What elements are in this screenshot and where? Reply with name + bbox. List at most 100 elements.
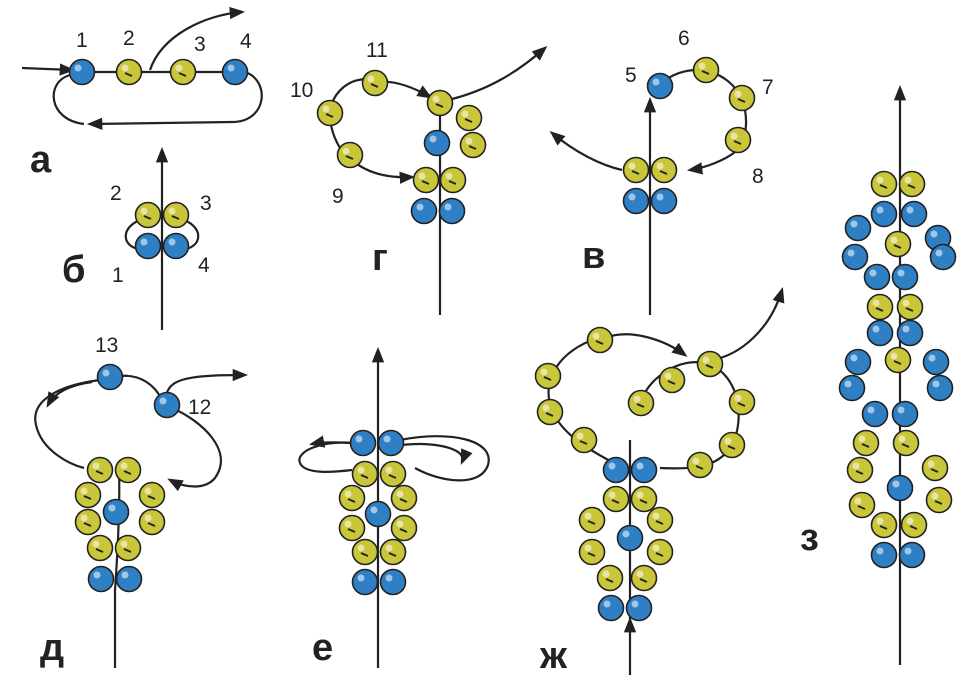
thread-path — [686, 151, 736, 175]
yellow-bead — [379, 538, 407, 566]
yellow-bead — [74, 481, 102, 509]
yellow-bead — [570, 426, 598, 454]
yellow-bead — [925, 486, 953, 514]
bead-number: 4 — [198, 254, 210, 277]
blue-bead — [650, 187, 678, 215]
panel-label: з — [800, 517, 819, 559]
blue-bead — [115, 565, 143, 593]
thread-path — [549, 131, 623, 172]
thread-path — [308, 435, 351, 448]
bead-number: 8 — [752, 165, 764, 188]
bead-number: 1 — [112, 264, 124, 287]
yellow-bead — [898, 170, 926, 198]
blue-bead — [102, 498, 130, 526]
bead-number: 11 — [366, 39, 388, 62]
blue-bead — [844, 348, 872, 376]
panel-label: г — [372, 237, 388, 279]
blue-bead — [622, 187, 650, 215]
panel-d: 13 12 д — [34, 334, 249, 669]
blue-bead — [597, 594, 625, 622]
blue-bead — [630, 456, 658, 484]
blue-bead — [410, 197, 438, 225]
yellow-bead — [338, 484, 366, 512]
bead-number: 5 — [625, 64, 637, 87]
yellow-bead — [658, 366, 686, 394]
blue-bead — [134, 232, 162, 260]
yellow-bead — [884, 230, 912, 258]
blue-bead — [379, 568, 407, 596]
yellow-bead — [361, 69, 389, 97]
yellow-bead — [351, 538, 379, 566]
yellow-bead — [114, 456, 142, 484]
yellow-bead — [884, 346, 912, 374]
yellow-bead — [627, 389, 655, 417]
blue-bead — [922, 348, 950, 376]
bead-number: 2 — [123, 27, 135, 50]
bead-number: 4 — [240, 30, 252, 53]
yellow-bead — [852, 429, 880, 457]
panel-b: 1 2 3 4 б — [62, 146, 212, 330]
yellow-bead — [86, 456, 114, 484]
yellow-bead — [866, 293, 894, 321]
yellow-bead — [455, 104, 483, 132]
blue-bead — [96, 363, 124, 391]
yellow-bead — [138, 508, 166, 536]
yellow-bead — [728, 84, 756, 112]
blue-bead — [838, 374, 866, 402]
yellow-bead — [459, 131, 487, 159]
thread-path — [52, 73, 85, 126]
bead-number: 6 — [678, 27, 690, 50]
blue-bead — [377, 429, 405, 457]
blue-bead — [364, 500, 392, 528]
blue-bead — [68, 58, 96, 86]
yellow-bead — [115, 58, 143, 86]
panel-a: 1 2 3 4 а — [21, 6, 263, 181]
yellow-bead — [630, 485, 658, 513]
blue-bead — [870, 200, 898, 228]
thread-path — [711, 287, 785, 362]
yellow-bead — [578, 506, 606, 534]
blue-bead — [896, 319, 924, 347]
panel-zh: ж — [534, 287, 785, 677]
yellow-bead — [692, 56, 720, 84]
yellow-bead — [622, 156, 650, 184]
bead-number: 3 — [194, 33, 206, 56]
yellow-bead — [870, 170, 898, 198]
panel-label: б — [62, 249, 85, 291]
yellow-bead — [900, 511, 928, 539]
bead-number: 13 — [95, 334, 118, 357]
thread-path — [119, 374, 163, 401]
bead-number: 7 — [762, 76, 774, 99]
yellow-bead — [870, 511, 898, 539]
blue-bead — [351, 568, 379, 596]
panel-e: е — [298, 346, 490, 669]
blue-bead — [221, 58, 249, 86]
blue-bead — [926, 374, 954, 402]
yellow-bead — [439, 166, 467, 194]
panel-label: ж — [539, 635, 568, 677]
blue-bead — [886, 474, 914, 502]
panel-label: в — [582, 235, 605, 277]
yellow-bead — [86, 534, 114, 562]
bead-number: 9 — [332, 185, 344, 208]
yellow-bead — [846, 456, 874, 484]
yellow-bead — [534, 362, 562, 390]
panel-v: 5 6 7 8 в — [549, 27, 774, 315]
thread-path — [148, 6, 246, 71]
thread-path — [21, 63, 76, 76]
blue-bead — [870, 541, 898, 569]
thread-path — [399, 435, 490, 482]
yellow-bead — [724, 126, 752, 154]
panel-label: а — [30, 139, 52, 181]
thread-path — [447, 45, 548, 102]
panel-z: з — [800, 84, 957, 665]
blue-bead — [841, 243, 869, 271]
yellow-bead — [338, 514, 366, 542]
yellow-bead — [114, 534, 142, 562]
thread-path — [86, 70, 263, 130]
bead-number: 3 — [200, 192, 212, 215]
yellow-bead — [351, 460, 379, 488]
thread-path — [394, 442, 473, 465]
yellow-bead — [596, 564, 624, 592]
